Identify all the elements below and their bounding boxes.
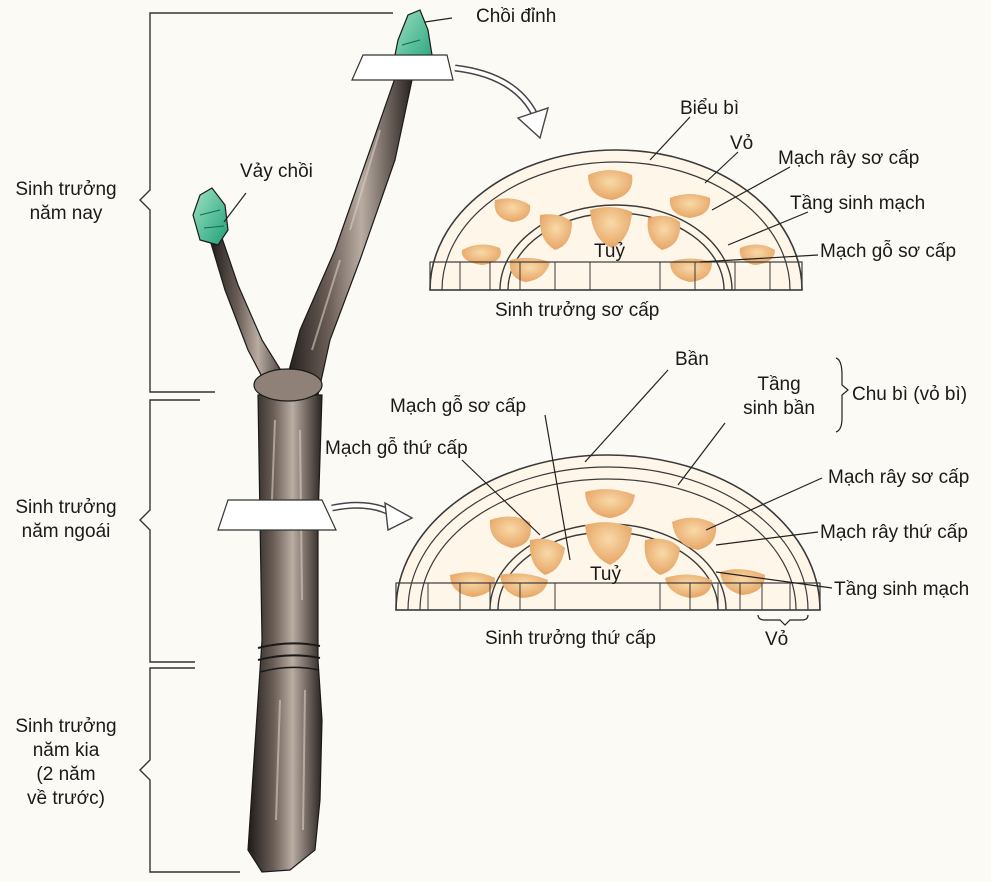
label-pith-bottom: Tuỷ <box>590 564 621 585</box>
section-plane-top <box>351 54 454 81</box>
arrow-to-secondary <box>331 501 414 532</box>
bracket-last-year <box>139 399 200 663</box>
arrow-to-primary <box>454 64 550 140</box>
label-primary-phloem-top: Mạch rây sơ cấp <box>778 148 920 169</box>
label-cork-cambium-line1: Tầng <box>757 374 801 395</box>
leader-lines-primary <box>223 17 819 263</box>
label-cork-cambium-line2: sinh bần <box>743 398 815 419</box>
label-growth-last-year: Sinh trưởng năm ngoái <box>2 496 130 544</box>
label-growth-this-year: Sinh trưởng năm nay <box>2 178 130 226</box>
bracket-this-year <box>139 12 393 393</box>
bud-scale-icon <box>192 187 229 246</box>
label-growth-two-years-line3: (2 năm <box>36 764 96 785</box>
label-growth-two-years-line2: năm kia <box>32 740 100 761</box>
label-cortex: Vỏ <box>730 133 754 154</box>
label-periderm: Chu bì (vỏ bì) <box>852 384 968 405</box>
label-cork-cambium: Tầng sinh bần <box>735 373 823 421</box>
leader-lines-secondary <box>461 357 849 626</box>
label-pith-top: Tuỷ <box>594 241 625 262</box>
label-bark: Vỏ <box>765 629 789 650</box>
label-growth-two-years-line4: về trước) <box>27 788 105 809</box>
bracket-two-years <box>139 667 240 873</box>
label-secondary-phloem: Mạch rây thứ cấp <box>820 522 968 543</box>
label-vascular-cambium-bottom: Tầng sinh mạch <box>834 579 970 600</box>
section-plane-bottom <box>217 499 337 531</box>
label-epidermis: Biểu bì <box>680 98 740 119</box>
label-primary-xylem-bottom: Mạch gỗ sơ cấp <box>390 396 527 417</box>
caption-secondary-growth: Sinh trưởng thứ cấp <box>485 628 656 649</box>
label-growth-two-years: Sinh trưởng năm kia (2 năm về trước) <box>2 715 130 811</box>
stem <box>209 77 413 873</box>
caption-primary-growth: Sinh trưởng sơ cấp <box>495 300 660 321</box>
label-growth-this-year-line1: Sinh trưởng <box>15 179 117 200</box>
secondary-cross-section <box>395 454 821 611</box>
label-growth-two-years-line1: Sinh trưởng <box>15 716 117 737</box>
label-cork: Bần <box>675 349 709 370</box>
label-growth-last-year-line2: năm ngoái <box>21 521 111 542</box>
label-vascular-cambium-top: Tầng sinh mạch <box>790 193 926 214</box>
label-apical-bud: Chồi đỉnh <box>476 6 557 27</box>
label-growth-last-year-line1: Sinh trưởng <box>15 497 117 518</box>
label-bud-scale: Vảy chồi <box>240 161 313 182</box>
label-secondary-xylem: Mạch gỗ thứ cấp <box>325 438 468 459</box>
label-primary-xylem-top: Mạch gỗ sơ cấp <box>820 241 957 262</box>
label-growth-this-year-line2: năm nay <box>29 203 103 224</box>
primary-cross-section <box>429 149 803 291</box>
label-primary-phloem-bottom: Mạch rây sơ cấp <box>828 467 970 488</box>
